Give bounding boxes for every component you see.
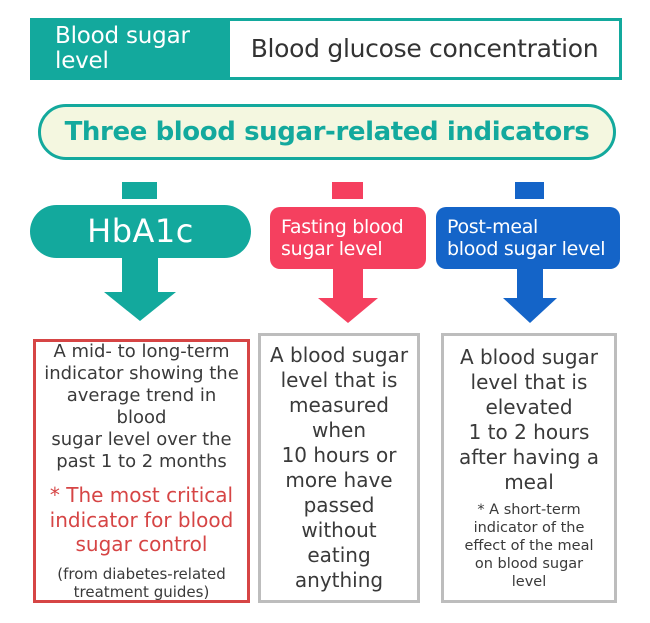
- connector-tab-hba1c: [122, 182, 157, 199]
- header-definition-label: Blood glucose concentration: [230, 21, 619, 77]
- hba1c-highlight-text: * The most critical indicator for blood …: [49, 483, 234, 557]
- description-box-hba1c: A mid- to long-term indicator showing th…: [33, 339, 250, 603]
- hba1c-source-note: (from diabetes-related treatment guides): [57, 564, 226, 601]
- fasting-description-text: A blood sugar level that is measured whe…: [269, 343, 409, 592]
- definition-header-bar: Blood sugar level Blood glucose concentr…: [30, 18, 622, 80]
- post-meal-description-text: A blood sugar level that is elevated 1 t…: [459, 344, 599, 494]
- connector-tab-fasting: [332, 182, 363, 199]
- arrow-shaft-fasting: [333, 269, 363, 298]
- description-box-post-meal: A blood sugar level that is elevated 1 t…: [441, 333, 617, 603]
- arrow-shaft-post-meal: [517, 269, 543, 298]
- header-term-label: Blood sugar level: [33, 21, 230, 77]
- post-meal-note: * A short-term indicator of the effect o…: [464, 501, 594, 591]
- indicator-chip-fasting[interactable]: Fasting blood sugar level: [270, 207, 426, 269]
- arrow-head-fasting: [318, 298, 378, 323]
- indicators-banner: Three blood sugar-related indicators: [38, 104, 616, 160]
- arrow-down-hba1c: [104, 258, 176, 321]
- hba1c-description-text: A mid- to long-term indicator showing th…: [44, 340, 239, 472]
- description-box-fasting: A blood sugar level that is measured whe…: [258, 333, 420, 603]
- arrow-shaft-hba1c: [122, 258, 158, 292]
- arrow-head-post-meal: [503, 298, 557, 323]
- connector-tab-post-meal: [515, 182, 544, 199]
- indicator-chip-hba1c[interactable]: HbA1c: [30, 205, 251, 258]
- arrow-down-post-meal: [503, 269, 557, 323]
- indicator-chip-post-meal[interactable]: Post-meal blood sugar level: [436, 207, 620, 269]
- arrow-down-fasting: [318, 269, 378, 323]
- arrow-head-hba1c: [104, 292, 176, 321]
